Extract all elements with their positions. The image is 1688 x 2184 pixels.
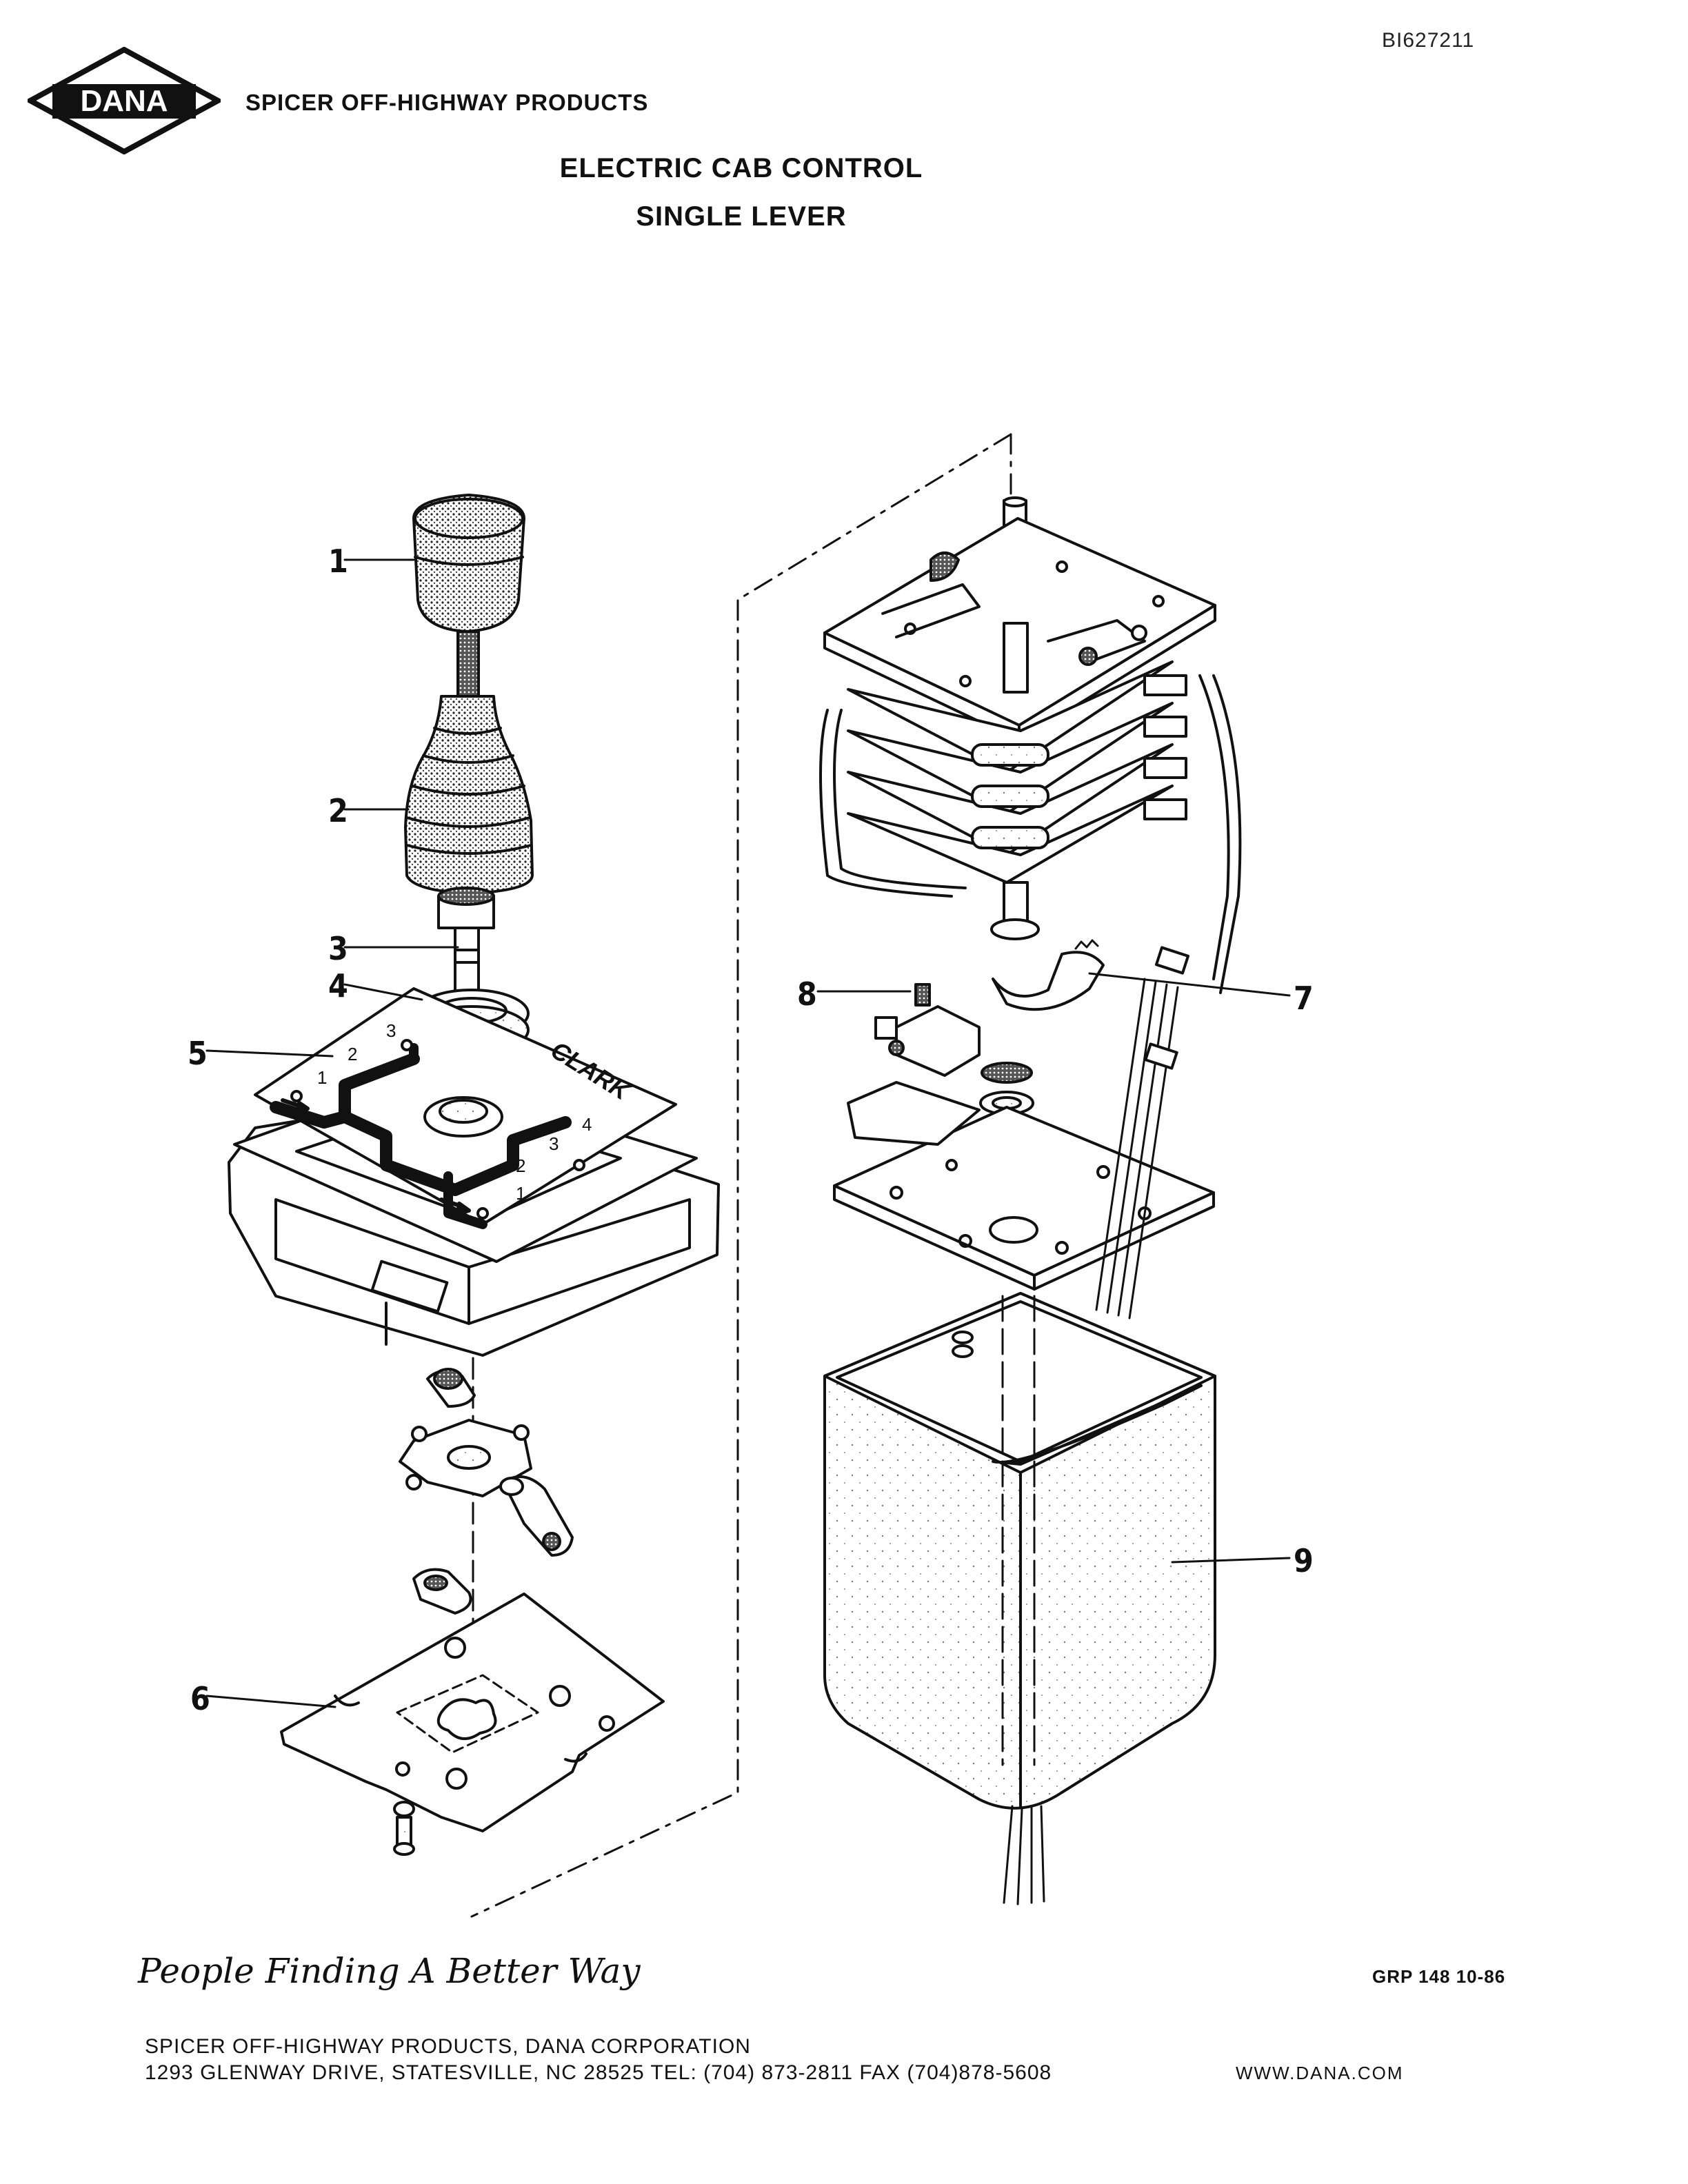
company-slogan: People Finding A Better Way	[138, 1951, 641, 1991]
callout-7: 7	[1294, 980, 1314, 1017]
callout-1: 1	[328, 543, 348, 580]
footer-address: 1293 GLENWAY DRIVE, STATESVILLE, NC 2852…	[145, 2061, 1052, 2084]
part-5-plate	[228, 987, 720, 1357]
gate-number: 3	[549, 1133, 559, 1154]
gate-number: 3	[386, 1020, 396, 1041]
gate-number: 2	[348, 1044, 357, 1064]
gate-number: 4	[582, 1114, 592, 1135]
callout-4: 4	[328, 967, 348, 1004]
footer-company: SPICER OFF-HIGHWAY PRODUCTS, DANA CORPOR…	[145, 2035, 751, 2058]
callout-5: 5	[188, 1035, 208, 1072]
callout-3: 3	[328, 930, 348, 967]
gate-number: 2	[516, 1155, 525, 1176]
linkage-parts	[399, 1368, 574, 1557]
callout-9: 9	[1294, 1542, 1314, 1579]
part-6-base-plate	[280, 1568, 665, 1856]
part-9-enclosure	[823, 1292, 1216, 1810]
callout-6: 6	[190, 1680, 210, 1717]
callout-2: 2	[328, 792, 348, 829]
logo-text: DANA	[80, 84, 168, 118]
part-8-microswitch	[874, 983, 981, 1077]
part-1-knob	[412, 494, 525, 633]
switch-stack-assembly	[819, 496, 1242, 994]
page-subtitle: SINGLE LEVER	[636, 201, 847, 232]
part-2-boot	[404, 695, 534, 895]
gate-number: 1	[317, 1067, 327, 1088]
part-7-clip	[992, 939, 1105, 1011]
document-id: BI627211	[1382, 29, 1475, 52]
callout-8: 8	[797, 975, 817, 1013]
gate-number: 1	[516, 1183, 525, 1204]
company-name: SPICER OFF-HIGHWAY PRODUCTS	[245, 90, 649, 115]
group-code: GRP 148 10-86	[1372, 1966, 1506, 1987]
website-link[interactable]: WWW.DANA.COM	[1236, 2063, 1404, 2083]
part-3-shaft	[437, 887, 495, 1005]
dana-logo: DANA	[28, 47, 221, 154]
page-title: ELECTRIC CAB CONTROL	[559, 153, 923, 183]
